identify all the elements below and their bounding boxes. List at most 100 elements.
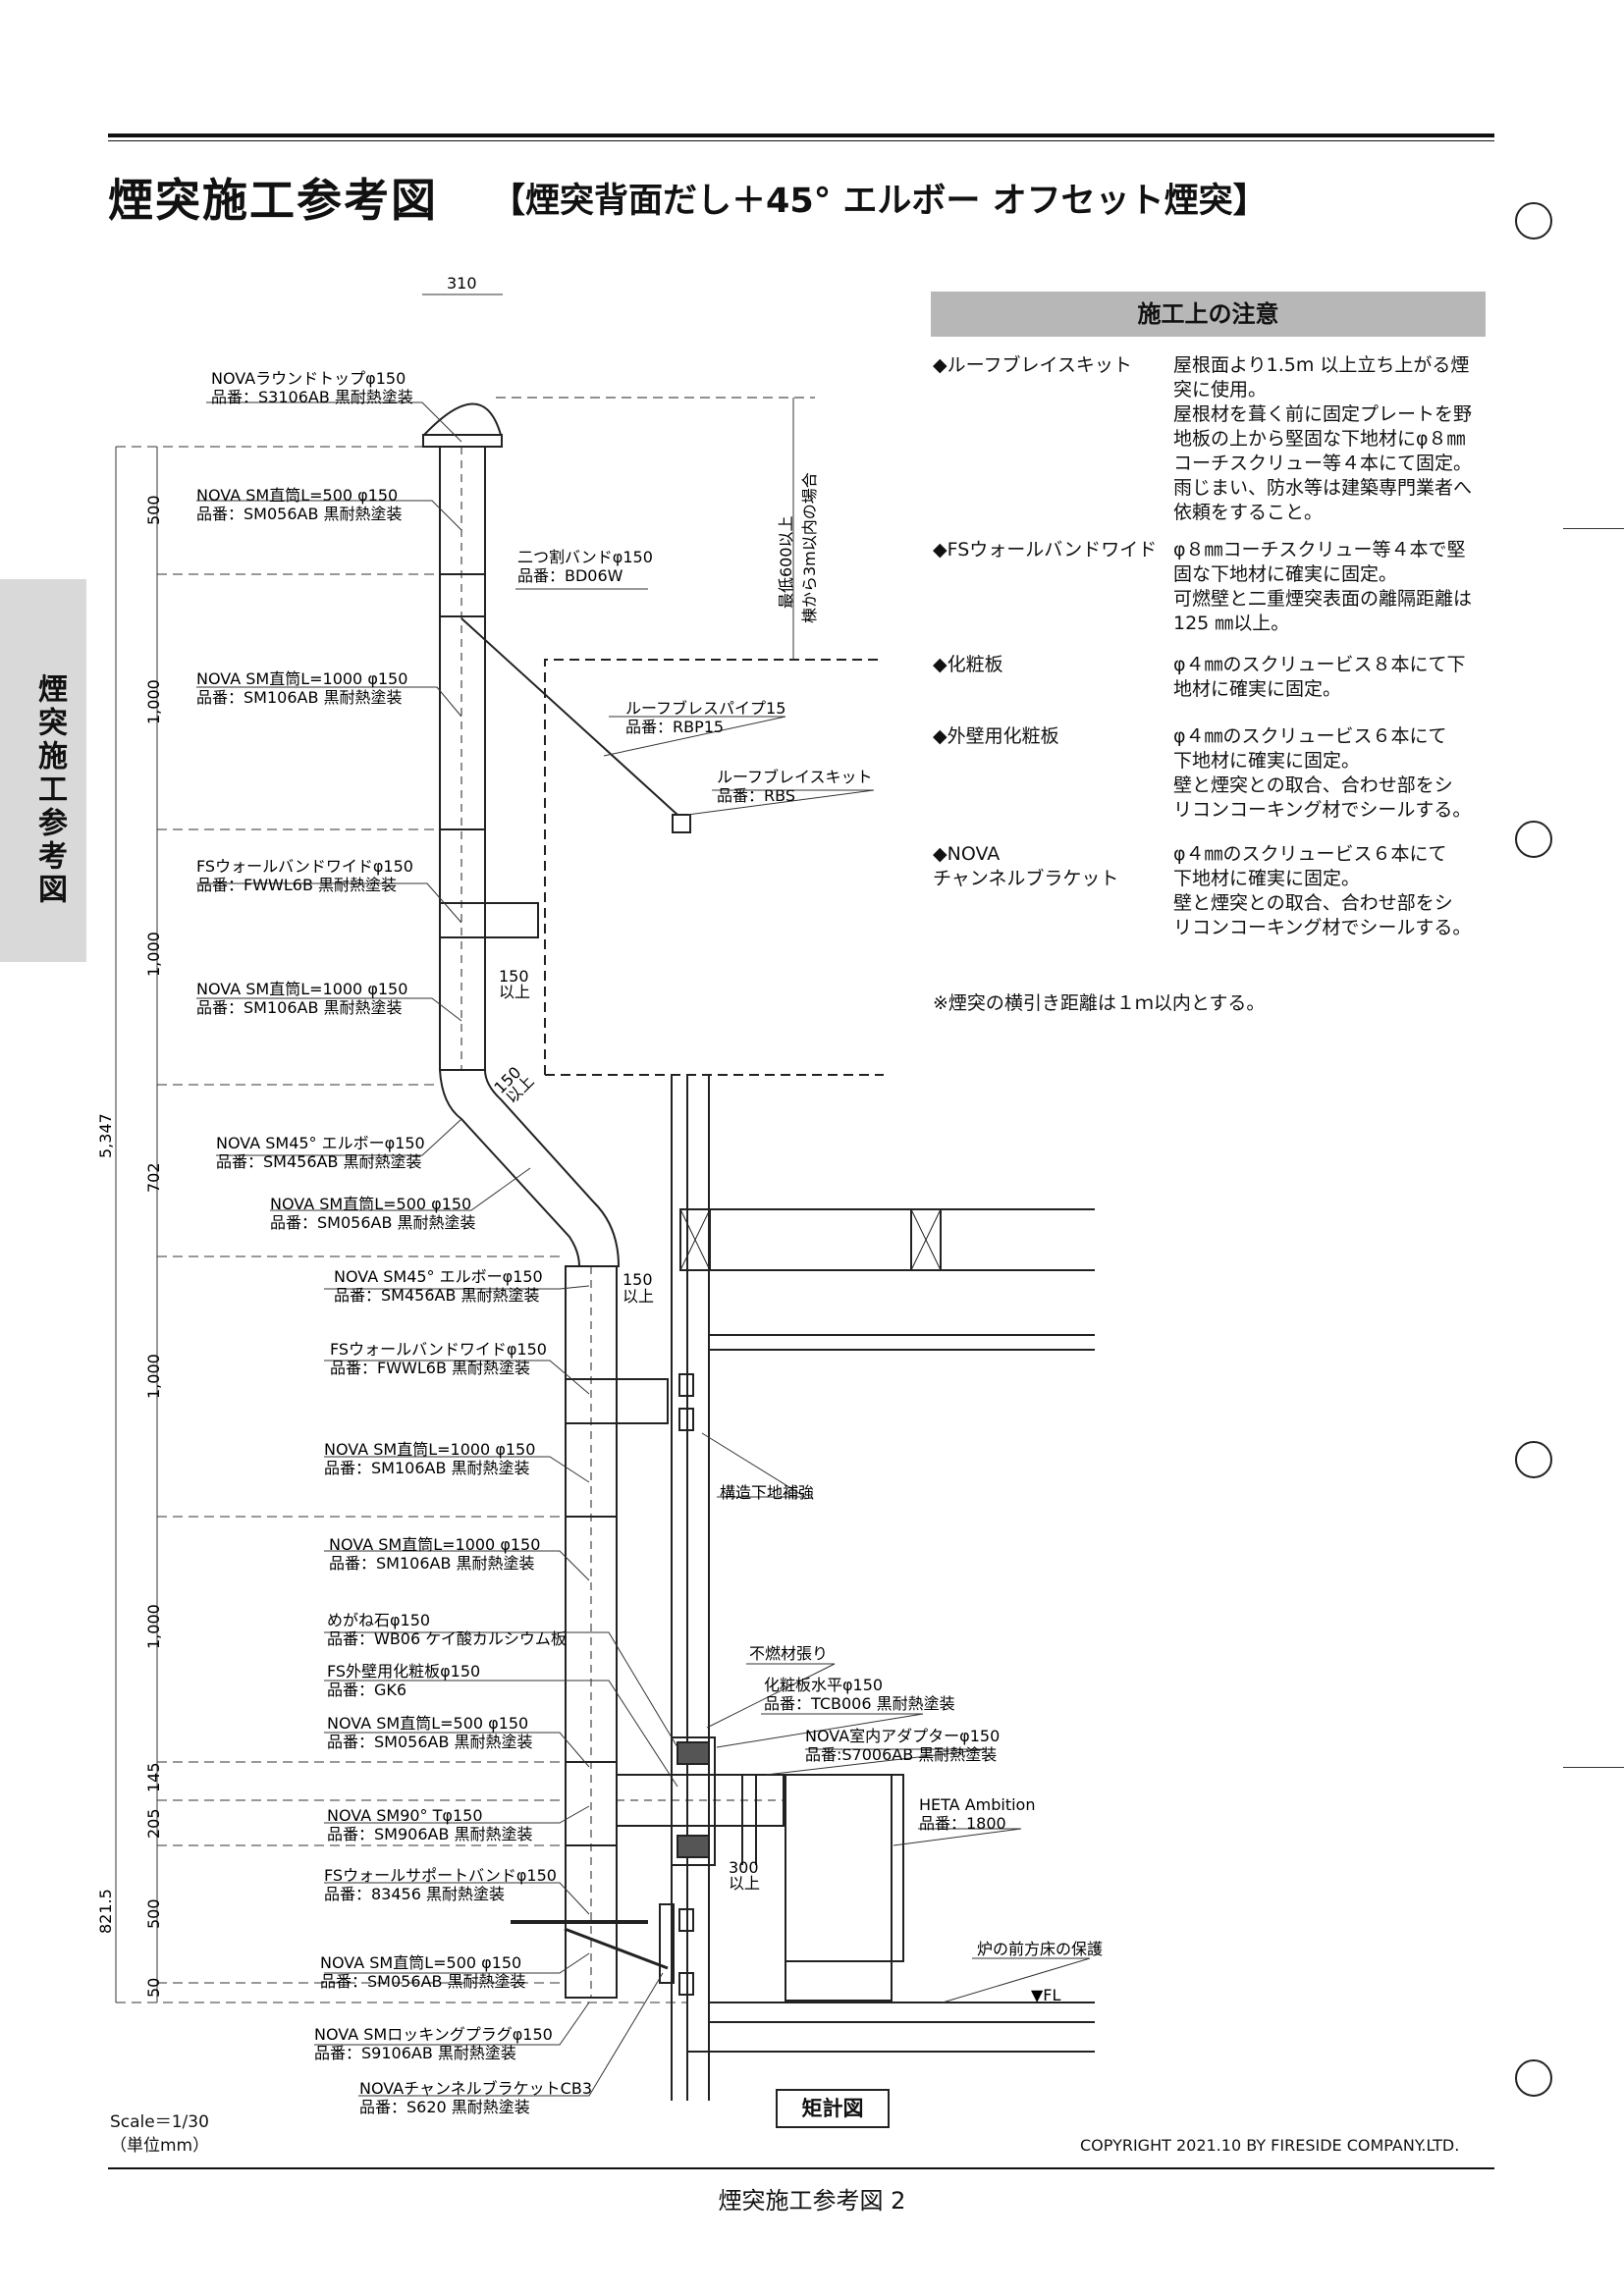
leader-line: [324, 1456, 590, 1483]
part-label-code: 品番:S7006AB 黒耐熱塗装: [805, 1745, 997, 1764]
leader-line: [765, 1748, 988, 1776]
note-body: φ４㎜のスクリュービス６本にて 下地材に確実に固定。 壁と煙突との取合、合わせ部…: [1173, 725, 1472, 821]
roof-brace-pipe: [460, 617, 678, 816]
wall-reinforcement: [678, 1972, 694, 1996]
part-label-code: 品番：SM056AB 黒耐熱塗装: [327, 1733, 533, 1751]
part-label-code: 品番：SM106AB 黒耐熱塗装: [196, 688, 403, 707]
dim-roof-height: 最低600以上: [777, 515, 795, 609]
part-label-name: NOVA SM直筒L=500 φ150: [270, 1195, 471, 1213]
dim-segment: 702: [144, 1162, 163, 1193]
note-heading: ◆FSウォールバンドワイド: [933, 539, 1158, 561]
wall-reinforcement: [678, 1373, 694, 1397]
leader-line: [324, 1882, 590, 1915]
stud-hatch: [910, 1208, 942, 1271]
wall-thimble-lower: [677, 1835, 710, 1858]
leader-line: [324, 1550, 590, 1581]
leader-line: [324, 1631, 678, 1748]
part-label-name: NOVA SM直筒L=500 φ150: [320, 1953, 521, 1972]
leader-line: [686, 789, 875, 816]
part-label-code: 品番：83456 黒耐熱塗装: [324, 1885, 505, 1903]
copyright: COPYRIGHT 2021.10 BY FIRESIDE COMPANY.LT…: [1080, 2136, 1460, 2155]
part-label-name: 構造下地補強: [720, 1483, 814, 1502]
part-label-code: 品番：1800: [919, 1814, 1006, 1833]
leader-line: [701, 1432, 807, 1498]
part-label-name: HETA Ambition: [919, 1795, 1035, 1814]
dim-clearance-note: 以上: [499, 983, 530, 1001]
header-rule: [108, 133, 1494, 137]
part-label-code: 品番：SM056AB 黒耐熱塗装: [270, 1213, 476, 1232]
dim-clearance: 150: [499, 967, 529, 986]
part-label-code: 品番：SM106AB 黒耐熱塗装: [324, 1459, 530, 1477]
offset-elbow-section: [439, 1069, 621, 1267]
dim-segment: 1,000: [144, 1354, 163, 1399]
page-footer: 煙突施工参考図 2: [718, 2187, 906, 2215]
note-heading: ◆ルーフブレイスキット: [933, 354, 1132, 376]
leader-line: [706, 1663, 836, 1729]
leader-line: [216, 1118, 462, 1156]
binder-hole-icon: [1515, 821, 1552, 858]
dim-clearance: 300: [729, 1858, 759, 1877]
stud-hatch: [679, 1208, 711, 1271]
channel-bracket-brace: [564, 1927, 669, 1970]
dim-segment: 500: [144, 1898, 163, 1929]
footer-rule: [108, 2167, 1494, 2169]
notes-header: 施工上の注意: [931, 292, 1486, 337]
part-label-name: 化粧板水平φ150: [764, 1676, 883, 1694]
channel-bracket-plate: [659, 1903, 675, 1984]
stove-body: [785, 1774, 893, 2002]
section-drawing-label: 矩計図: [776, 2089, 890, 2128]
dim-clearance: 150: [623, 1270, 653, 1289]
dim-segment: 145: [144, 1762, 163, 1792]
header-rule-thin: [108, 140, 1494, 141]
leader-line: [893, 1828, 1022, 1846]
note-remark: ※煙突の横引き距離は１ｍ以内とする。: [933, 992, 1266, 1014]
part-label-code: 品番：WB06 ケイ酸カルシウム板: [327, 1629, 567, 1648]
margin-mark: [1563, 528, 1624, 529]
leader-line: [196, 997, 462, 1022]
part-label-name: FSウォールバンドワイドφ150: [330, 1340, 547, 1359]
note-body: φ４㎜のスクリュービス６本にて 下地材に確実に固定。 壁と煙突との取合、合わせ部…: [1173, 843, 1472, 938]
leader-line: [324, 1805, 590, 1824]
part-label-name: NOVA SM直筒L=500 φ150: [196, 486, 398, 505]
note-body: φ４㎜のスクリュービス８本にて下 地材に確実に固定。: [1173, 654, 1466, 700]
note-body: 屋根面より1.5m 以上立ち上がる煙 突に使用。 屋根材を葺く前に固定プレートを…: [1173, 354, 1473, 523]
leader-line: [324, 1732, 590, 1768]
note-heading: ◆NOVA チャンネルブラケット: [933, 843, 1119, 889]
part-label-name: NOVA SM直筒L=1000 φ150: [324, 1440, 535, 1459]
binder-hole-icon: [1515, 202, 1552, 240]
part-label-name: NOVA SM直筒L=1000 φ150: [196, 980, 407, 998]
part-label-code: 品番：BD06W: [517, 566, 623, 585]
dim-segment: 500: [144, 495, 163, 525]
scale-label: Scale＝1/30: [110, 2112, 209, 2132]
stove-side: [891, 1774, 904, 1962]
dim-lower-total: 821.5: [96, 1889, 115, 1934]
part-label-name: NOVA SM90° Tφ150: [327, 1806, 483, 1825]
wall-band-bracket: [484, 902, 539, 938]
dim-segment: 1,000: [144, 1604, 163, 1649]
leader-line: [324, 1360, 590, 1395]
part-label-name: めがね石φ150: [327, 1611, 430, 1629]
note-body: φ８㎜コーチスクリュー等４本で堅 固な下地材に確実に固定。 可燃壁と二重煙突表面…: [1173, 539, 1473, 634]
part-label-name: FSウォールサポートバンドφ150: [324, 1866, 557, 1885]
part-label-code: 品番：S9106AB 黒耐熱塗装: [314, 2044, 516, 2062]
part-label-name: FS外壁用化粧板φ150: [327, 1662, 480, 1681]
leader-line: [314, 2002, 590, 2046]
rain-cap-base: [422, 434, 503, 448]
leader-line: [603, 716, 786, 757]
unit-label: （単位mm）: [110, 2136, 210, 2156]
dim-clearance-note: 以上: [623, 1287, 654, 1306]
leader-line: [324, 1952, 590, 1974]
part-label-name: NOVA SM直筒L=500 φ150: [327, 1714, 528, 1733]
upper-pipe: [439, 446, 486, 1071]
leader-line: [206, 401, 462, 443]
part-label-code: 品番：SM056AB 黒耐熱塗装: [196, 505, 403, 523]
margin-mark: [1563, 1767, 1624, 1768]
leader-line: [196, 500, 462, 531]
part-label-code: 品番：SM456AB 黒耐熱塗装: [216, 1152, 422, 1171]
dim-clearance-note: 以上: [729, 1874, 760, 1893]
leader-line: [324, 1680, 678, 1788]
part-label-name: ルーフブレイスキット: [717, 768, 873, 786]
page-title: 煙突施工参考図: [108, 174, 438, 227]
part-label-name: FSウォールバンドワイドφ150: [196, 857, 413, 876]
